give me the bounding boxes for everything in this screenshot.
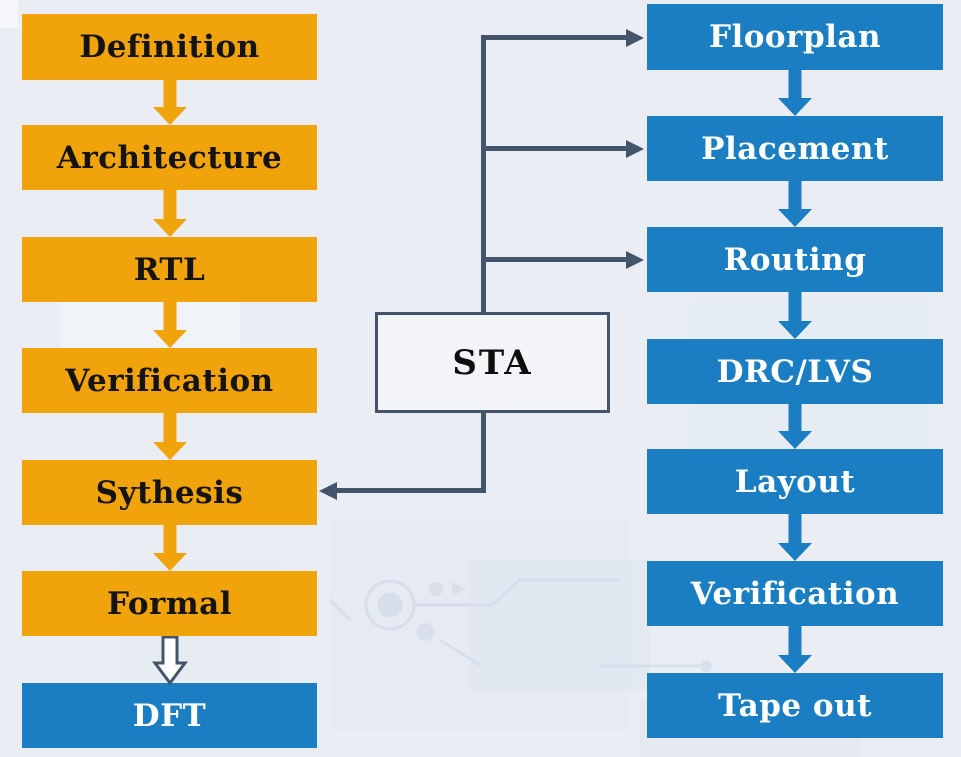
flow-step-placement: Placement (647, 116, 943, 181)
flow-step-verification-back: Verification (647, 561, 943, 626)
down-arrow-icon (153, 411, 187, 460)
flow-step-definition: Definition (22, 14, 317, 80)
down-arrow-icon (778, 68, 812, 116)
flow-step-label: Routing (723, 241, 867, 278)
flow-step-routing: Routing (647, 227, 943, 292)
down-arrow-icon (153, 300, 187, 348)
flow-step-dft: DFT (22, 683, 317, 748)
flow-step-verification-front: Verification (22, 348, 317, 413)
flow-step-rtl: RTL (22, 237, 317, 302)
sta-branch-routing (481, 257, 626, 262)
sta-label: STA (452, 342, 533, 383)
right-arrowhead-icon (626, 139, 644, 158)
flow-step-formal: Formal (22, 571, 317, 636)
flow-step-architecture: Architecture (22, 125, 317, 190)
left-arrowhead-icon (319, 481, 337, 500)
flow-step-label: DFT (132, 697, 207, 734)
down-arrow-icon (153, 188, 187, 237)
right-arrowhead-icon (626, 250, 644, 269)
sta-vertical-line-down (481, 413, 486, 493)
sta-branch-synthesis (337, 488, 486, 493)
down-arrow-icon (153, 78, 187, 125)
flow-step-label: Verification (690, 575, 900, 612)
flow-step-floorplan: Floorplan (647, 4, 943, 70)
down-arrow-icon (778, 290, 812, 339)
down-arrow-icon (778, 179, 812, 227)
flow-step-drc-lvs: DRC/LVS (647, 339, 943, 404)
right-arrowhead-icon (626, 28, 644, 47)
flow-step-label: Formal (107, 585, 232, 622)
flow-step-label: Floorplan (708, 19, 882, 55)
flow-step-label: DRC/LVS (716, 353, 874, 390)
down-arrow-icon (778, 624, 812, 673)
flow-step-tape-out: Tape out (647, 673, 943, 738)
flow-step-label: RTL (133, 251, 206, 288)
sta-branch-placement (481, 146, 626, 151)
flow-step-synthesis: Sythesis (22, 460, 317, 525)
flow-step-label: Tape out (718, 687, 872, 724)
flow-step-label: Layout (734, 463, 856, 500)
flow-step-layout: Layout (647, 449, 943, 514)
sta-vertical-line-up (481, 35, 486, 312)
down-arrow-icon (153, 523, 187, 571)
flow-step-label: Placement (701, 130, 889, 167)
flow-step-label: Architecture (56, 139, 283, 176)
sta-box: STA (375, 312, 610, 413)
sta-branch-floorplan (481, 35, 626, 40)
flow-step-label: Verification (65, 362, 274, 399)
flow-step-label: Definition (79, 29, 260, 65)
down-arrow-icon (778, 512, 812, 561)
down-arrow-icon (778, 402, 812, 449)
hollow-down-arrow-icon (152, 636, 188, 685)
flow-step-label: Sythesis (95, 474, 244, 511)
